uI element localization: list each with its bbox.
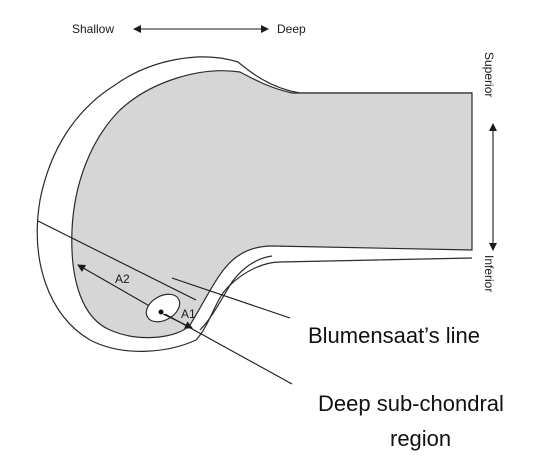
deep-label: Deep (277, 22, 306, 36)
a2-arrow (77, 264, 161, 313)
a2-label: A2 (115, 272, 130, 286)
blumensaat-label: Blumensaat’s line (308, 323, 480, 348)
intercondylar-contour (199, 255, 273, 331)
cartilage-outline (36, 56, 473, 352)
superior-label: Superior (482, 52, 496, 97)
inferior-label: Inferior (482, 255, 496, 292)
a1-label: A1 (181, 307, 196, 321)
deep-subchondral-label-line2: region (390, 426, 451, 451)
deep-subchondral-label-line1: Deep sub-chondral (318, 391, 504, 416)
femoral-condyle (71, 70, 473, 339)
blumensaat-pointer (171, 277, 291, 319)
lesion-center-dot (158, 309, 164, 315)
deep-subchondral-pointer (164, 313, 293, 385)
shallow-label: Shallow (72, 22, 114, 36)
joint-line (37, 220, 197, 301)
lesion-ellipse (145, 293, 181, 323)
